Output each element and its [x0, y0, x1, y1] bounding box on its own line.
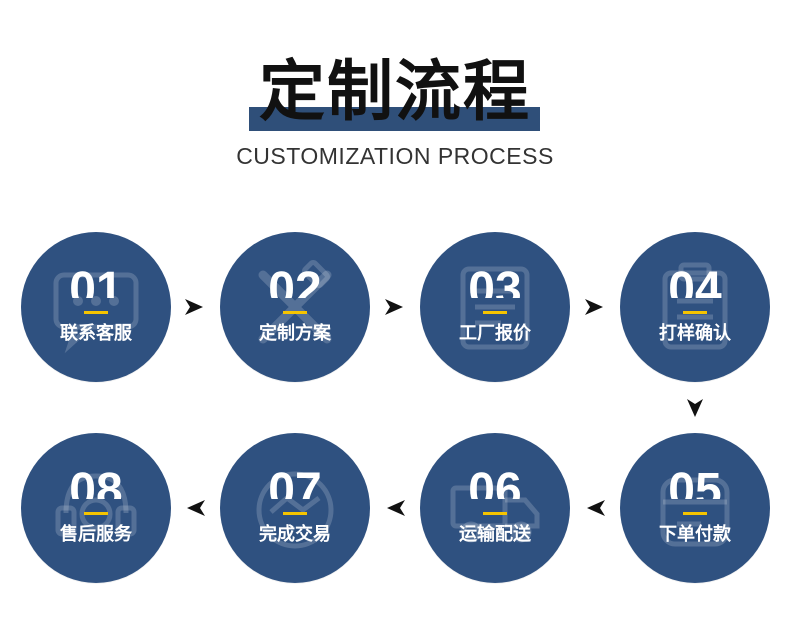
step-2: 02 定制方案 [220, 232, 370, 382]
title-underline-bar [249, 107, 540, 131]
step-8: 08 售后服务 [21, 433, 171, 583]
tools-icon [258, 260, 332, 344]
step-1: 01 联系客服 [21, 232, 171, 382]
step-6: 06 运输配送 [420, 433, 570, 583]
page-title: 定制流程 [259, 53, 531, 130]
step-label: 联系客服 [60, 323, 132, 344]
step-label: 运输配送 [459, 524, 531, 545]
step-number: 02 [268, 263, 322, 298]
step-number: 06 [468, 464, 522, 499]
step-label: 下单付款 [659, 524, 731, 545]
step-number: 07 [268, 464, 322, 499]
chat-icon [53, 272, 139, 354]
arrow-right-icon [583, 296, 605, 318]
arrow-left-icon [385, 497, 407, 519]
accent-line [683, 311, 707, 314]
step-number: 04 [668, 263, 722, 298]
payment-icon [660, 477, 730, 547]
step-5: 05 下单付款 [620, 433, 770, 583]
accent-line [483, 512, 507, 515]
accent-line [283, 311, 307, 314]
arrow-right-icon [183, 296, 205, 318]
accent-line [483, 311, 507, 314]
accent-line [283, 512, 307, 515]
quote-document-icon [460, 266, 530, 350]
step-label: 工厂报价 [459, 323, 531, 344]
clipboard-icon [662, 262, 728, 350]
page-subtitle: CUSTOMIZATION PROCESS [236, 143, 554, 169]
step-label: 完成交易 [259, 524, 331, 545]
step-number: 08 [69, 464, 123, 499]
step-3: 03 工厂报价 [420, 232, 570, 382]
arrow-right-icon [383, 296, 405, 318]
truck-icon [450, 485, 540, 543]
accent-line [683, 512, 707, 515]
step-label: 售后服务 [60, 524, 132, 545]
arrow-down-icon [684, 397, 706, 419]
arrow-left-icon [585, 497, 607, 519]
step-label: 定制方案 [259, 323, 331, 344]
step-number: 01 [69, 263, 123, 298]
handshake-icon [256, 471, 334, 549]
step-number: 05 [668, 464, 722, 499]
accent-line [84, 311, 108, 314]
step-4: 04 打样确认 [620, 232, 770, 382]
header: 定制流程 CUSTOMIZATION PROCESS [0, 0, 790, 180]
step-number: 03 [468, 263, 522, 298]
support-icon [55, 473, 137, 537]
arrow-left-icon [185, 497, 207, 519]
accent-line [84, 512, 108, 515]
step-7: 07 完成交易 [220, 433, 370, 583]
step-label: 打样确认 [659, 323, 731, 344]
